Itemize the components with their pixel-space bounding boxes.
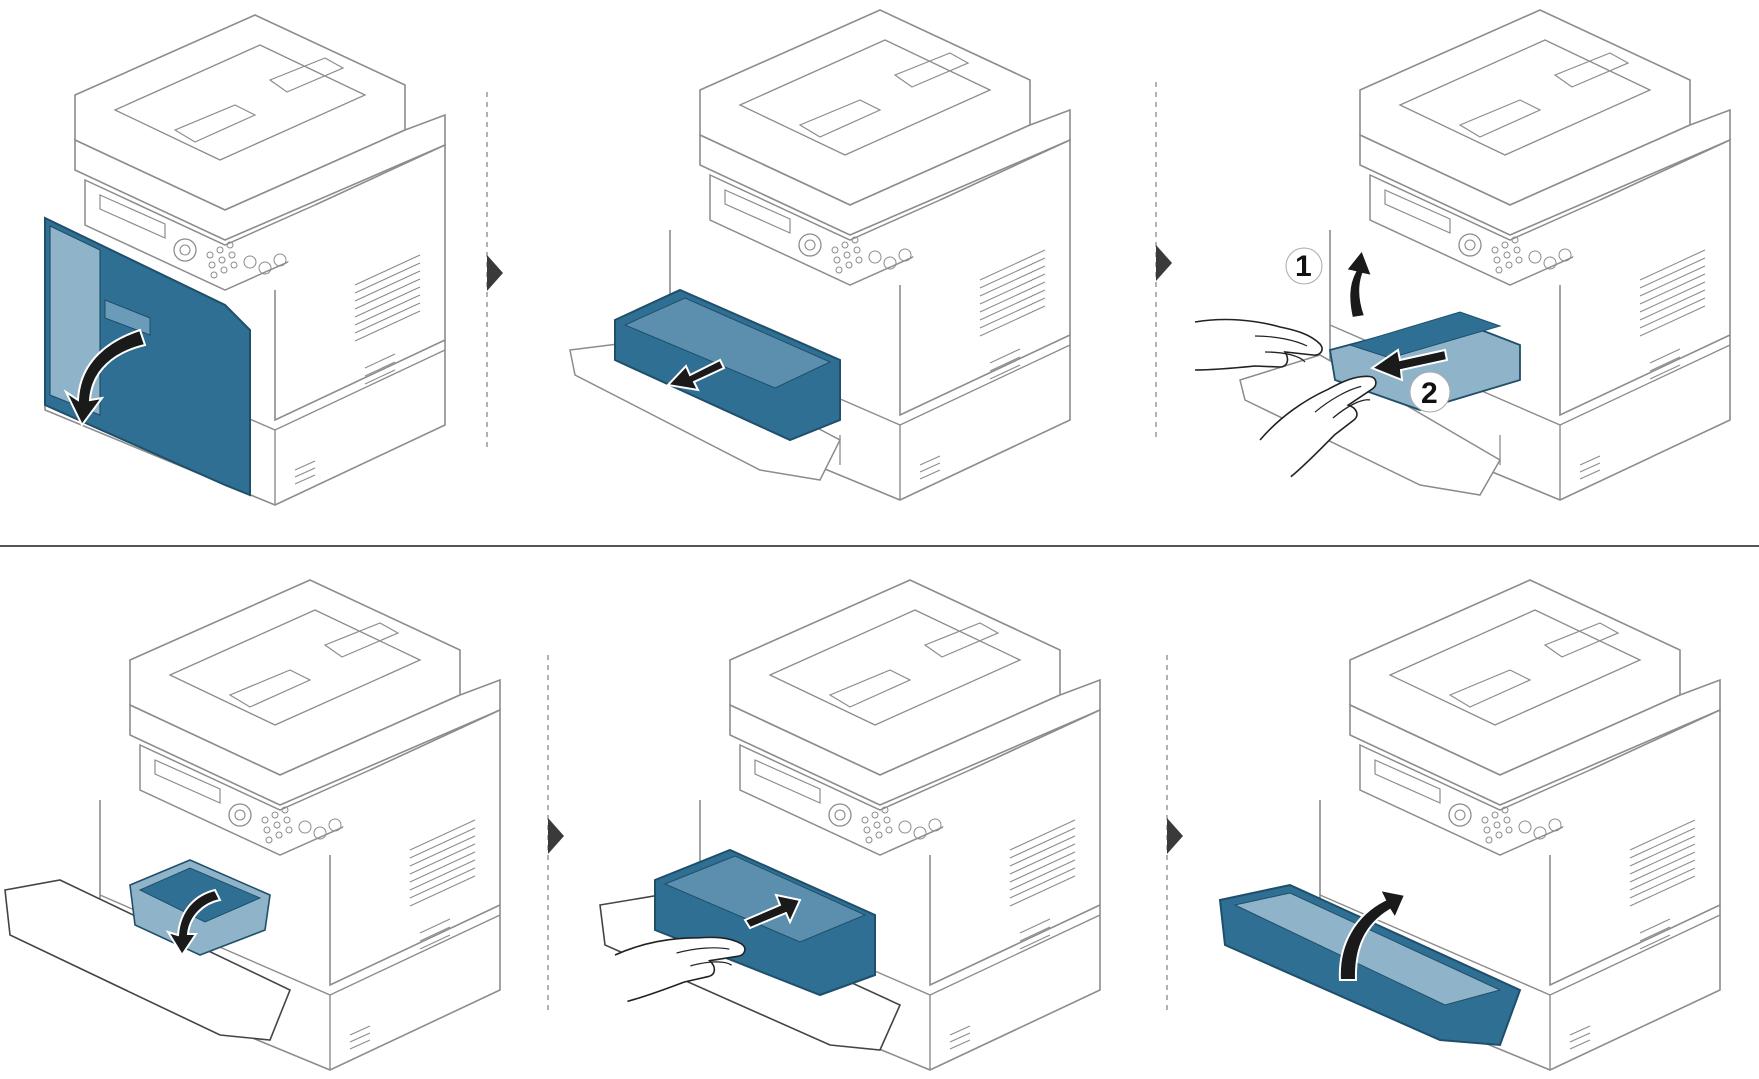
- curved-arrow-icon: [165, 888, 222, 957]
- chevron-right-icon: [548, 818, 564, 854]
- chevron-right-icon: [1167, 818, 1183, 854]
- callout-2-label: 2: [1421, 377, 1438, 410]
- curved-arrow-icon: [1338, 888, 1407, 981]
- step-1-panel: [44, 14, 446, 506]
- step-6-panel: [1218, 579, 1721, 1071]
- step-5-panel: [599, 579, 1101, 1071]
- chevron-right-icon: [487, 255, 503, 291]
- curved-arrow-icon: [1344, 248, 1374, 320]
- step-4-panel: [4, 579, 501, 1071]
- curved-arrow-icon: [63, 328, 147, 427]
- straight-arrow-icon: [1369, 348, 1449, 382]
- step-3-panel: 1 2: [1194, 9, 1731, 501]
- straight-arrow-icon: [743, 893, 802, 930]
- callout-1-label: 1: [1295, 250, 1312, 283]
- step-2-panel: [569, 9, 1071, 501]
- straight-arrow-icon: [665, 358, 726, 392]
- chevron-right-icon: [1156, 245, 1172, 281]
